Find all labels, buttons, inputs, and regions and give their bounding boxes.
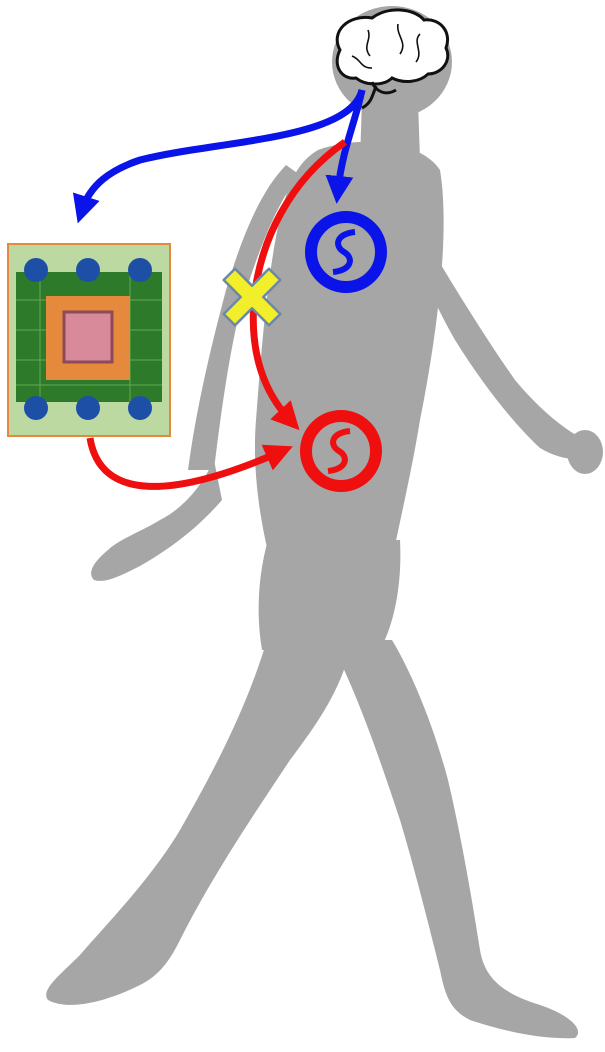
chip-pad bbox=[24, 258, 48, 282]
lower-organ-s-circle-icon bbox=[300, 410, 382, 492]
chip-die bbox=[62, 310, 114, 364]
blue-arrow-to-chip bbox=[72, 88, 366, 224]
blue-arrow-to-organ bbox=[325, 89, 366, 204]
chip-pad bbox=[76, 258, 100, 282]
chip-pad bbox=[24, 396, 48, 420]
chip-pad bbox=[76, 396, 100, 420]
x-mark-icon bbox=[222, 267, 282, 327]
brain-icon bbox=[335, 8, 450, 110]
blue-pathway bbox=[72, 88, 366, 224]
microchip-icon bbox=[7, 243, 171, 437]
chip-pad bbox=[128, 258, 152, 282]
upper-organ-s-circle-icon bbox=[305, 211, 387, 293]
chip-pad bbox=[128, 396, 152, 420]
red-arrow-from-chip bbox=[86, 437, 293, 490]
